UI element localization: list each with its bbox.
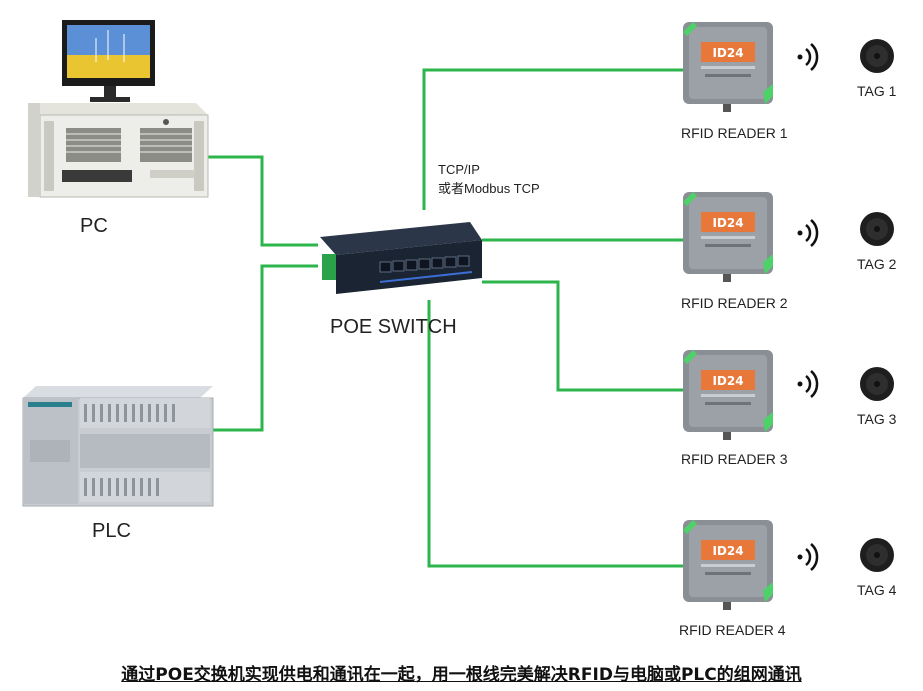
reader-screen-text: ID24 — [712, 374, 743, 388]
pc-monitor — [62, 20, 155, 102]
rfid-tag-icon — [860, 538, 894, 572]
tag-label-4: TAG 4 — [857, 582, 897, 598]
rfid-tag-icon — [860, 367, 894, 401]
rfid-reader-2: ID24 — [683, 192, 773, 282]
tag-label-3: TAG 3 — [857, 411, 897, 427]
link-pc-switch — [198, 155, 318, 247]
reader-label-1: RFID READER 1 — [681, 125, 788, 141]
wireless-signal-icon — [797, 219, 819, 247]
rfid-reader-1: ID24 — [683, 22, 773, 112]
rfid-tag-icon — [860, 39, 894, 73]
protocol-line-2: 或者Modbus TCP — [438, 181, 540, 196]
plc-label: PLC — [92, 520, 131, 542]
poe-switch — [320, 222, 482, 294]
wireless-signal-icon — [797, 370, 819, 398]
link-plc-switch — [213, 264, 318, 432]
link-switch-reader1 — [422, 68, 683, 210]
plc-device — [22, 386, 214, 507]
diagram-caption: 通过POE交换机实现供电和通讯在一起，用一根线完美解决RFID与电脑或PLC的组… — [121, 665, 802, 685]
rfid-tag-icon — [860, 212, 894, 246]
reader-label-3: RFID READER 3 — [681, 451, 788, 467]
switch-label: POE SWITCH — [330, 316, 457, 338]
rfid-reader-4: ID24 — [683, 520, 773, 610]
reader-screen-text: ID24 — [712, 46, 743, 60]
reader-screen-text: ID24 — [712, 216, 743, 230]
pc-device — [28, 20, 209, 198]
tag-label-1: TAG 1 — [857, 83, 897, 99]
link-switch-reader3 — [482, 280, 683, 392]
connection-lines — [198, 68, 683, 568]
wireless-signal-icon — [797, 43, 819, 71]
protocol-label: TCP/IP 或者Modbus TCP — [438, 160, 540, 198]
pc-label: PC — [80, 215, 108, 237]
rfid-reader-3: ID24 — [683, 350, 773, 440]
reader-screen-text: ID24 — [712, 544, 743, 558]
wireless-signal-icon — [797, 543, 819, 571]
protocol-line-1: TCP/IP — [438, 162, 480, 177]
reader-label-2: RFID READER 2 — [681, 295, 788, 311]
reader-label-4: RFID READER 4 — [679, 622, 786, 638]
tag-label-2: TAG 2 — [857, 256, 897, 272]
link-switch-reader4 — [427, 300, 683, 568]
pc-chassis — [28, 103, 209, 198]
